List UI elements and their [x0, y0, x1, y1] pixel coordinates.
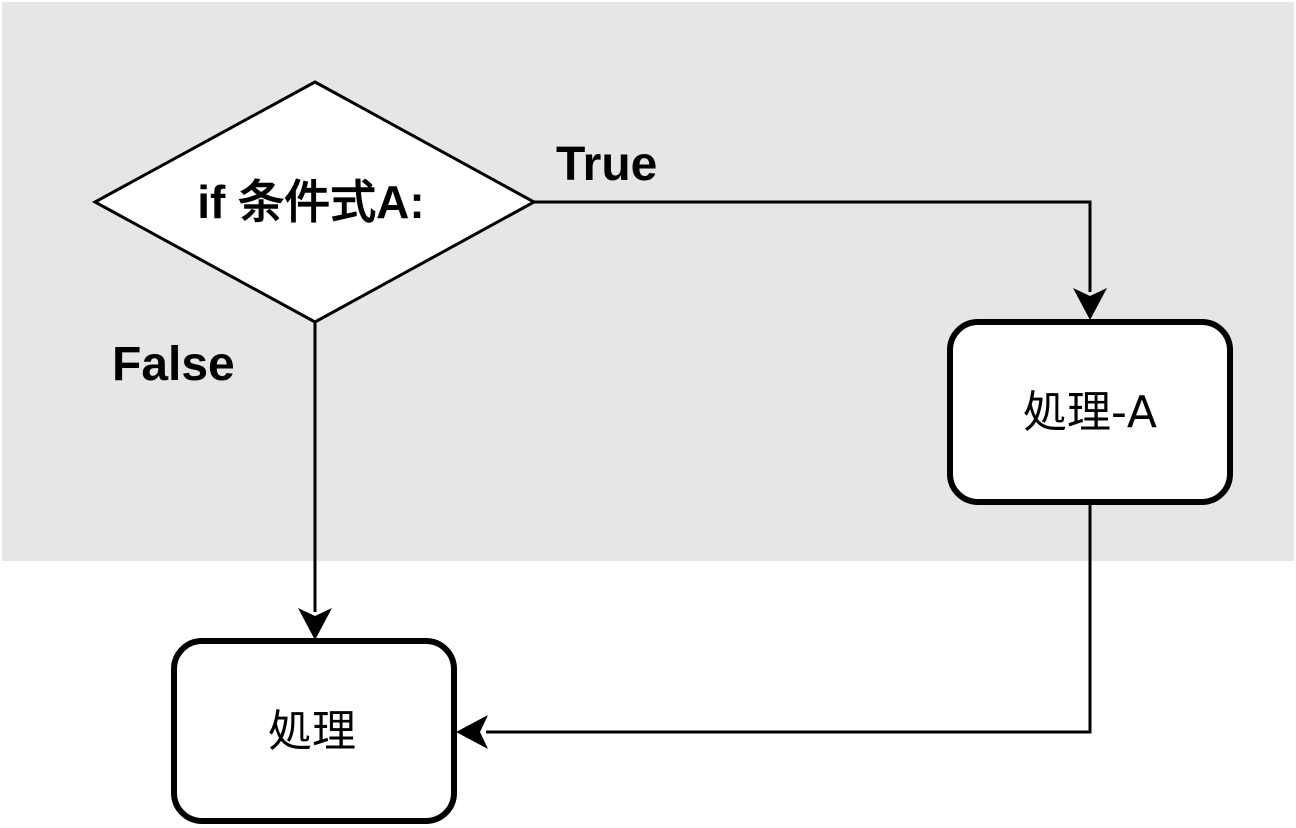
process-box: [171, 638, 457, 824]
false-edge-arrowhead: [298, 608, 332, 640]
merge-edge-arrowhead: [456, 715, 488, 749]
true-edge-arrowhead: [1073, 288, 1107, 320]
merge-edge: [486, 504, 1092, 734]
false-edge-label: False: [112, 338, 235, 391]
true-edge: [534, 200, 1092, 292]
process-a-label: 処理-A: [1023, 387, 1157, 438]
decision-label: if 条件式A:: [197, 176, 424, 228]
true-edge-label: True: [556, 138, 657, 191]
process-label: 処理: [268, 706, 356, 757]
process-a-box: [947, 319, 1233, 505]
